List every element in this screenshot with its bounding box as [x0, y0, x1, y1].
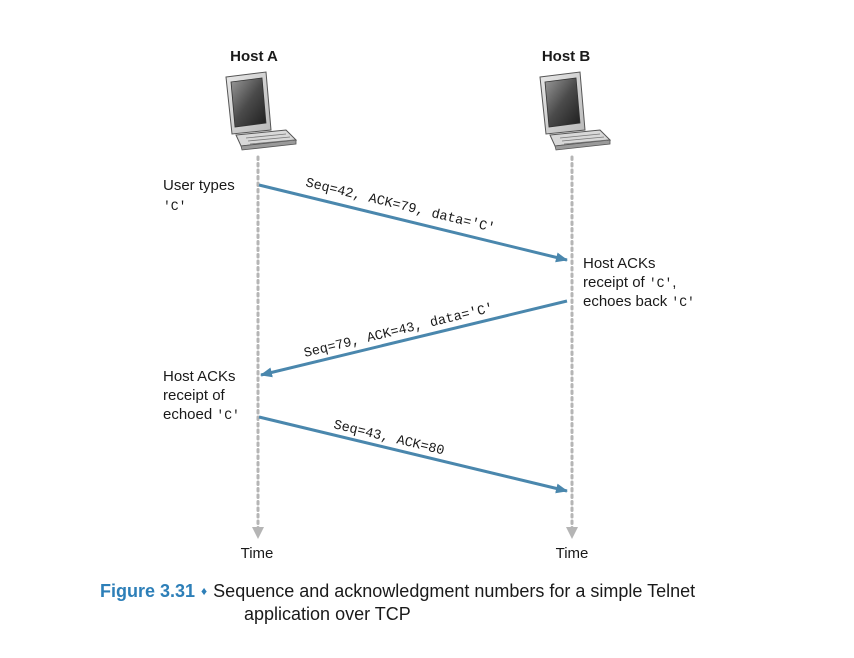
caption-line-1: Sequence and acknowledgment numbers for …: [213, 581, 696, 601]
message-label-2: Seq=79, ACK=43, data='C': [303, 302, 496, 362]
host-b-time-arrowhead: [566, 527, 578, 539]
message-label-1: Seq=42, ACK=79, data='C': [304, 176, 496, 237]
figure-caption: Figure 3.31 ♦ Sequence and acknowledgment …: [100, 580, 800, 626]
host-b-label: Host B: [542, 48, 591, 65]
caption-line-2: application over TCP: [244, 604, 411, 624]
message-arrow-3: [258, 415, 568, 494]
note-host-a-ack: Host ACKs receipt of echoed 'C': [163, 368, 240, 423]
time-label-a: Time: [241, 545, 274, 562]
message-arrow-2: [260, 299, 568, 378]
time-label-b: Time: [556, 545, 589, 562]
computer-icon: [225, 71, 297, 151]
figure-number: Figure 3.31: [100, 581, 196, 601]
host-a-label: Host A: [230, 48, 278, 65]
diamond-icon: ♦: [201, 584, 208, 598]
host-a-time-arrowhead: [252, 527, 264, 539]
telnet-sequence-diagram: Host A Host B Seq=42, ACK=79, data='C' S…: [163, 48, 695, 562]
computer-icon: [539, 71, 611, 151]
note-host-b-ack: Host ACKs receipt of 'C', echoes back 'C…: [583, 255, 695, 310]
message-arrow-1: [258, 183, 568, 263]
note-user-types: User types 'C': [163, 177, 239, 214]
